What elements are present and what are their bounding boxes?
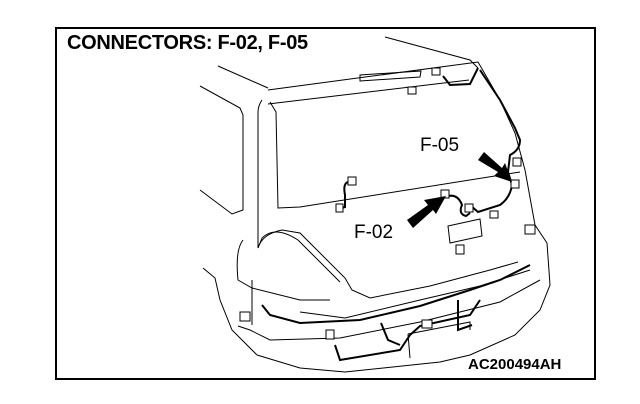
connector-icon xyxy=(524,224,536,235)
figure-title: CONNECTORS: F-02, F-05 xyxy=(67,32,308,54)
connector-f05-icon xyxy=(510,179,520,189)
callout-f05-label: F-05 xyxy=(420,135,460,156)
f05-arrow-icon xyxy=(478,152,512,182)
figure-code: AC200494AH xyxy=(468,356,562,373)
connector-icon xyxy=(455,244,465,255)
connector-icon xyxy=(489,210,499,219)
callout-f02-label: F-02 xyxy=(354,222,394,243)
connector-f02-icon xyxy=(440,189,450,199)
connector-icon xyxy=(512,157,522,167)
connector-symbols xyxy=(239,67,536,340)
car-body-outline xyxy=(199,36,551,373)
connector-icon xyxy=(239,311,251,322)
connector-icon xyxy=(347,176,357,186)
connector-icon xyxy=(464,203,474,213)
f02-arrow-icon xyxy=(407,196,446,228)
connector-icon xyxy=(325,329,335,340)
license-lamp-icon xyxy=(447,218,483,244)
connector-icon xyxy=(421,319,433,329)
connector-icon xyxy=(431,67,441,76)
callout-arrows xyxy=(407,152,512,228)
connector-icon xyxy=(335,203,344,213)
figure-frame xyxy=(55,27,596,380)
connector-icon xyxy=(407,86,417,95)
